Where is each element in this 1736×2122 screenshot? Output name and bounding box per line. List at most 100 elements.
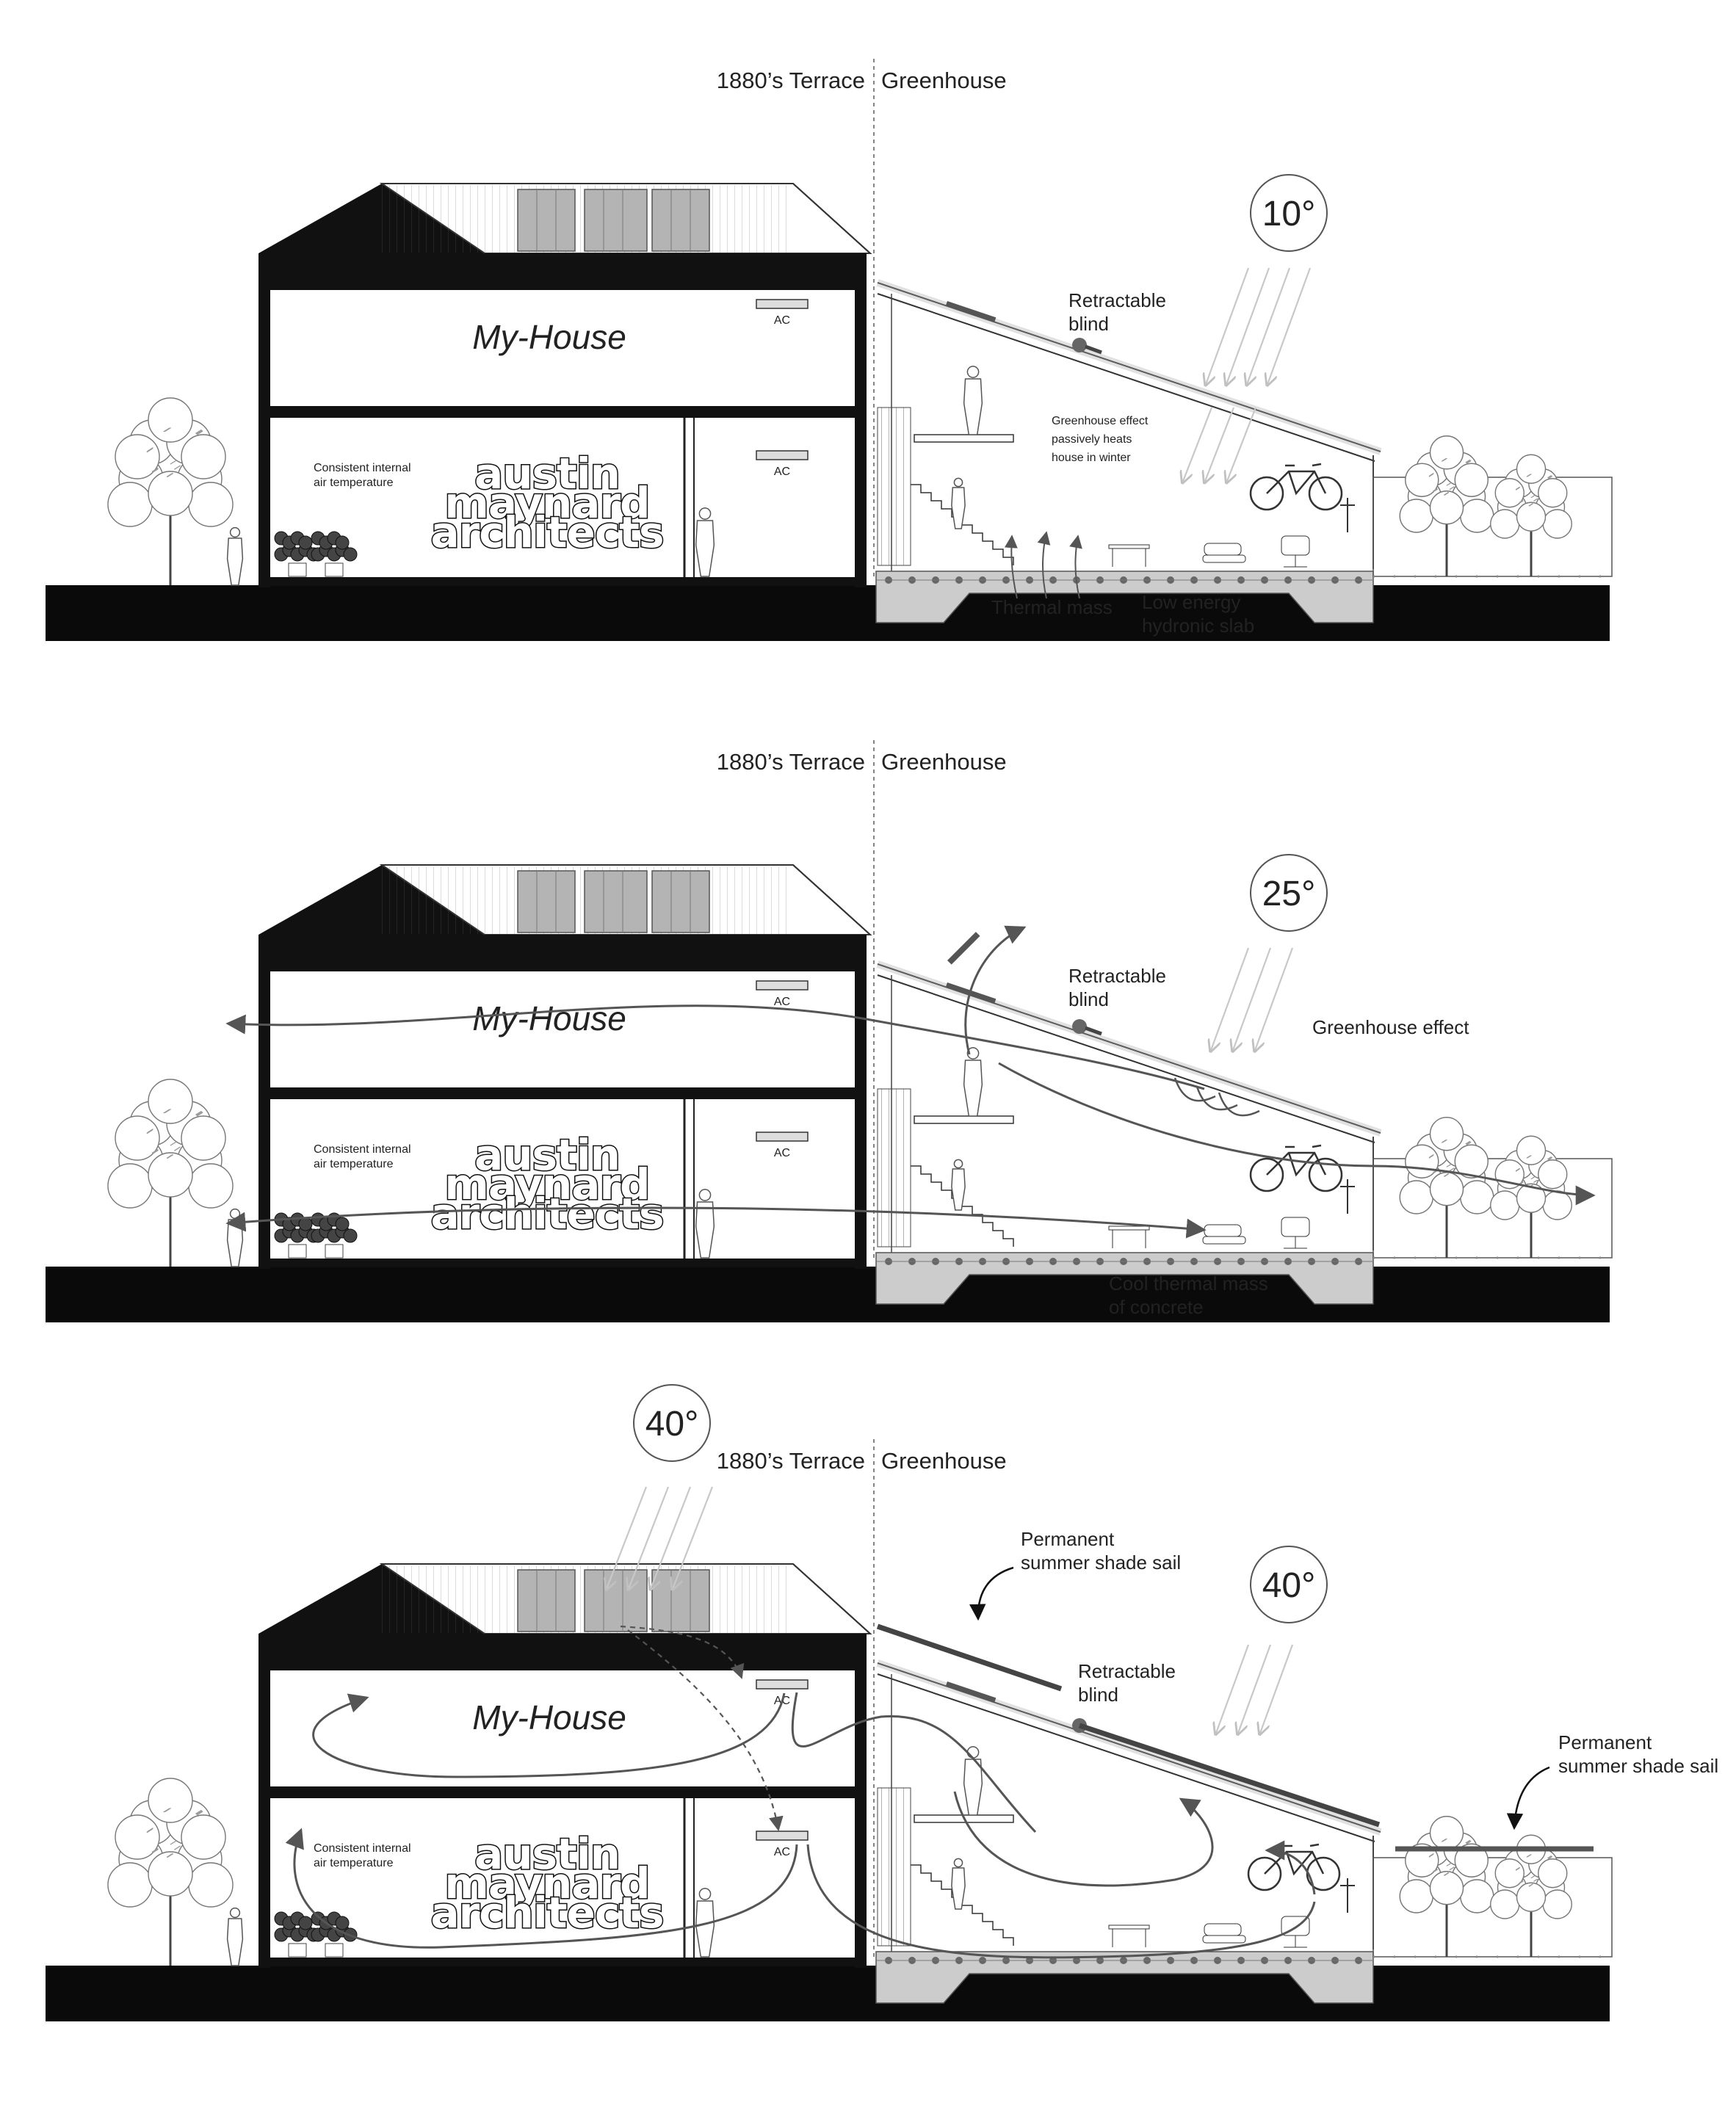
temperature-bubble-value: 25°	[1262, 874, 1316, 913]
ac-label-lower: AC	[774, 466, 790, 478]
temperature-bubble-roof-value: 40°	[645, 1405, 699, 1444]
logo-line2: maynard	[444, 1159, 649, 1209]
ac-unit-lower	[756, 1131, 809, 1142]
interior-note-line2: air temperature	[314, 1158, 394, 1170]
concrete-slab	[875, 571, 1374, 623]
sun-rays	[1215, 1644, 1294, 1734]
label-blind-2: blind	[1078, 1684, 1118, 1706]
header-greenhouse: Greenhouse	[881, 749, 1007, 775]
ground-band	[46, 1966, 1610, 2021]
sun-rays	[1210, 947, 1294, 1051]
solar-panel	[584, 189, 648, 252]
sun-rays	[607, 1486, 714, 1590]
header-greenhouse: Greenhouse	[881, 68, 1007, 93]
header-greenhouse: Greenhouse	[881, 1448, 1007, 1474]
label-sail-left-2: summer shade sail	[1021, 1551, 1181, 1574]
garden-tree-1	[1399, 1117, 1494, 1258]
house-name: My-House	[472, 318, 626, 356]
greenhouse	[875, 960, 1382, 1305]
solar-panel	[517, 870, 576, 933]
ac-unit-upper	[756, 299, 809, 309]
ac-label-upper: AC	[774, 996, 790, 1008]
interior-note-line2: air temperature	[314, 1857, 394, 1869]
label-thermal-mass: Thermal mass	[991, 596, 1113, 618]
ground-band	[46, 585, 1610, 641]
logo-line1: austin	[474, 1130, 620, 1180]
label-blind-2: blind	[1068, 313, 1109, 335]
label-effect-2: passively heats	[1052, 433, 1132, 446]
label-effect-3: house in winter	[1052, 452, 1131, 464]
solar-panel	[651, 1569, 710, 1632]
person-ground-floor	[695, 507, 715, 577]
cross-ventilation-arrows	[225, 925, 1596, 1239]
label-sail-left-1: Permanent	[1021, 1528, 1115, 1550]
logo-line3: architects	[431, 507, 664, 557]
header-terrace: 1880’s Terrace	[717, 1448, 865, 1474]
solar-panel	[651, 870, 710, 933]
blind-roller	[1072, 1019, 1087, 1034]
hanging-bicycle	[1249, 1144, 1343, 1192]
temperature-bubble-greenhouse: 40°	[1250, 1546, 1328, 1623]
temperature-bubble-value: 10°	[1262, 195, 1316, 233]
logo-line3: architects	[431, 1189, 664, 1239]
garden-fence	[1372, 1857, 1613, 1958]
garden-tree-2	[1490, 1834, 1572, 1957]
person-mezzanine	[963, 1047, 983, 1117]
garden-tree-1	[1399, 435, 1494, 576]
stair	[877, 1088, 1014, 1248]
terrace-house	[258, 183, 872, 587]
person-ground-floor	[695, 1888, 715, 1958]
header-terrace: 1880’s Terrace	[717, 749, 865, 775]
label-blind-1: Retractable	[1068, 289, 1166, 311]
logo-line2: maynard	[444, 1858, 649, 1908]
pot-plant-2	[311, 531, 358, 577]
street-tree	[107, 1778, 234, 1966]
hanging-bicycle	[1247, 1843, 1341, 1891]
ac-unit-lower	[756, 450, 809, 460]
sun-rays	[1182, 407, 1257, 483]
blind-extended	[1078, 1723, 1381, 1828]
pot-plant-2	[311, 1212, 358, 1259]
person-ground-floor	[695, 1189, 715, 1259]
label-sail-right-2: summer shade sail	[1558, 1755, 1718, 1777]
stair	[877, 407, 1014, 566]
temperature-bubble-roof: 40°	[633, 1384, 711, 1462]
label-blind-2: blind	[1068, 988, 1109, 1010]
blind-roller	[1072, 338, 1087, 352]
garden-fence	[1372, 477, 1613, 577]
garden-tree-2	[1490, 454, 1572, 576]
ac-unit-upper	[756, 980, 809, 991]
solar-panel	[651, 189, 710, 252]
ground-band	[46, 1267, 1610, 1322]
label-slab-1: Low energy	[1142, 591, 1240, 613]
logo-line2: maynard	[444, 478, 649, 528]
label-concrete-2: of concrete	[1109, 1296, 1204, 1318]
interior-note-line2: air temperature	[314, 477, 394, 489]
concrete-slab	[875, 1252, 1374, 1305]
person-street	[226, 526, 244, 586]
temperature-bubble: 10°	[1250, 174, 1328, 252]
interior-note-line1: Consistent internal	[314, 1842, 411, 1855]
pot-plant-1	[274, 1911, 321, 1958]
furniture-set	[1108, 1217, 1310, 1249]
interior-note-line1: Consistent internal	[314, 462, 411, 474]
label-concrete-1: Cool thermal mass	[1109, 1272, 1268, 1294]
logo-line1: austin	[474, 1829, 620, 1879]
rising-heat-arrows	[1004, 531, 1082, 599]
terrace-house	[258, 864, 872, 1269]
ac-label-upper: AC	[774, 314, 790, 327]
garden-tree-1	[1399, 1816, 1494, 1957]
label-slab-2: hydronic slab	[1142, 615, 1254, 637]
greenhouse	[875, 279, 1382, 623]
person-stair	[951, 477, 966, 529]
terrace-house	[258, 1563, 872, 1968]
interior-note-line1: Consistent internal	[314, 1143, 411, 1156]
solar-panel	[584, 870, 648, 933]
